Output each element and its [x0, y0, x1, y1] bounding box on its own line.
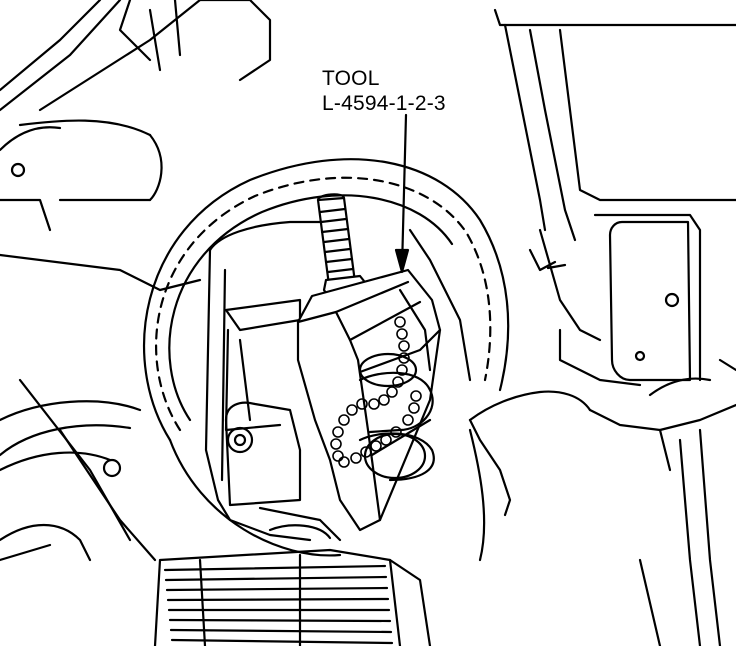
left-pulley-area: [0, 378, 157, 562]
access-hole-rim: [143, 158, 510, 557]
right-side-wall: [468, 358, 736, 646]
ball-bearing-chain: [330, 316, 422, 468]
inner-housing-block: [224, 298, 342, 542]
upper-left-bracket: [0, 0, 272, 292]
callout-line-1: TOOL: [322, 67, 380, 90]
callout-line-2: L-4594-1-2-3: [322, 92, 446, 115]
tool-callout-label: TOOL L-4594-1-2-3: [322, 66, 446, 116]
callout-arrowhead: [394, 248, 410, 274]
bottom-radiator: [153, 428, 486, 646]
upper-right-housing: [493, 8, 736, 387]
puller-tool: [296, 193, 442, 532]
callout-leader-line: [400, 113, 408, 270]
